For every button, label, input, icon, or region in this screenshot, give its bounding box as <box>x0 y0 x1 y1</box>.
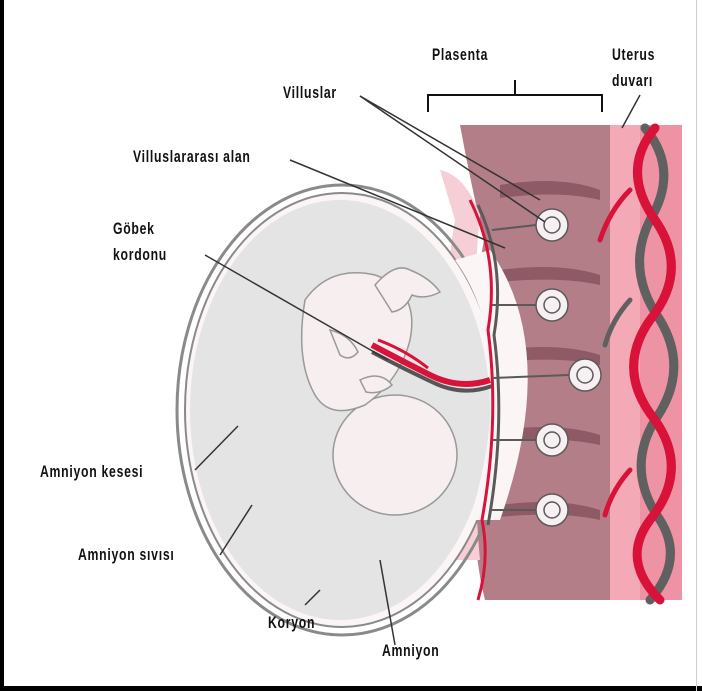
label-villi: Villuslar <box>283 82 337 103</box>
label-umbilical-cord-1: Göbek <box>113 218 155 239</box>
label-amniotic-fluid: Amniyon sıvısı <box>78 544 174 565</box>
placenta-bracket <box>428 80 602 112</box>
label-amniotic-sac: Amniyon kesesi <box>40 461 143 482</box>
label-intervillous-space: Villuslararası alan <box>133 146 251 167</box>
label-amnion: Amniyon <box>382 640 439 661</box>
label-chorion: Koryon <box>268 612 315 633</box>
label-uterus-wall-2: duvarı <box>612 70 653 91</box>
label-placenta: Plasenta <box>432 44 488 65</box>
label-umbilical-cord-2: kordonu <box>113 244 167 265</box>
label-uterus-wall-1: Uterus <box>612 44 655 65</box>
